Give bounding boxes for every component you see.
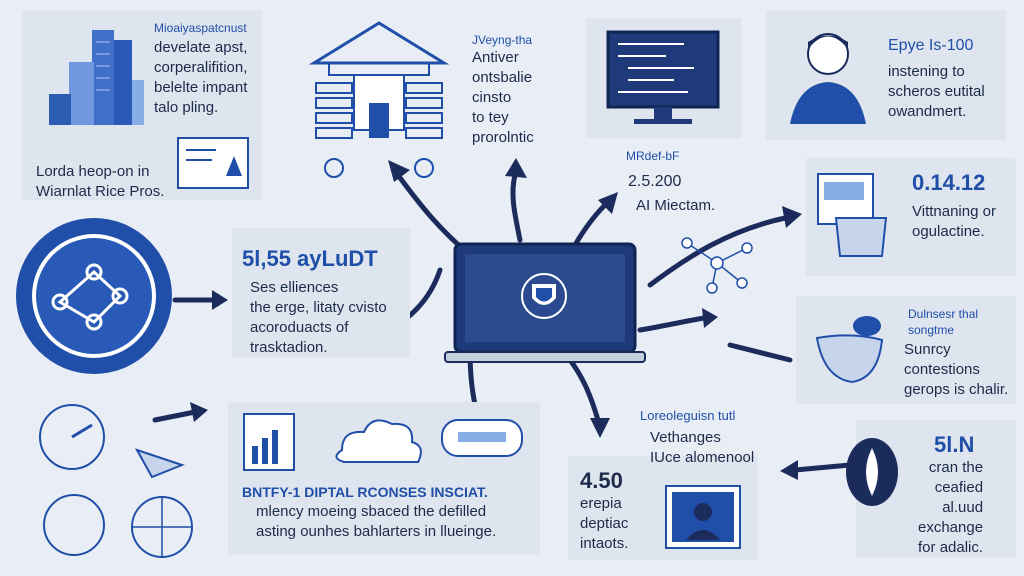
arrow-right-top <box>647 215 788 288</box>
arrow-head <box>388 160 410 182</box>
chart-cloud-icon <box>243 413 523 471</box>
monitor-code-icon <box>606 30 720 124</box>
card-monitor <box>586 18 741 138</box>
arrow-head <box>780 460 798 480</box>
gauge-icon <box>39 404 193 558</box>
card-heading: Dulnsesr thal songtme <box>908 307 979 337</box>
arrow-bottom <box>567 357 601 423</box>
arrow-head <box>190 402 208 422</box>
tablet-hand-icon <box>177 137 249 189</box>
card-top-left: Mioaiyaspatcnust develate apst, corperal… <box>22 10 262 200</box>
card-top-right: Epye Is-100 instening to scheros eutital… <box>766 10 1006 140</box>
card-left-mid: 5l,55 ayLuDT Ses elliences the erge, lit… <box>232 228 410 358</box>
card-text: Antiver ontsbalie cinsto to tey prorolnt… <box>472 49 534 146</box>
arrow-head <box>590 418 610 438</box>
monitor-value: 2.5.200 <box>628 173 682 190</box>
card-text: cran the ceafied al.uud exchange for ada… <box>918 459 984 556</box>
document-icon <box>817 173 888 257</box>
arrow-right-up <box>572 202 608 248</box>
arrow-right-mid <box>637 315 708 333</box>
monitor-heading: MRdef-bF <box>626 149 680 163</box>
monitor-caption: AI Miectam. <box>636 197 716 214</box>
card-text: instening to scheros eutital owandmert. <box>888 63 985 120</box>
person-icon <box>790 33 866 124</box>
card-caption: Lorda heop-on in Wiarnlat Rice Pros. <box>36 163 165 200</box>
card-value: 5l.N <box>934 432 975 457</box>
card-text: Ses elliences the erge, litaty cvisto ac… <box>250 279 387 356</box>
bottom-mid-subheading: Vethanges IUce alomenool <box>650 429 755 466</box>
card-value: 5l,55 ayLuDT <box>242 246 378 271</box>
network-nodes-icon <box>681 237 753 294</box>
globe-network-icon <box>16 218 172 374</box>
card-value: 0.14.12 <box>912 170 986 195</box>
card-value: 4.50 <box>580 468 623 493</box>
arrow-head <box>598 192 618 214</box>
arrow-head <box>782 206 802 228</box>
bottom-mid-heading: Loreoleguisn tutl <box>640 408 736 423</box>
card-heading: Mioaiyaspatcnust <box>154 21 247 35</box>
shield-icon <box>521 273 567 319</box>
arrow-monitor <box>510 172 523 243</box>
arrow-right-low <box>727 342 793 363</box>
card-right-mid: 0.14.12 Vittnaning or ogulactine. <box>806 158 1016 276</box>
coin-icon <box>846 438 898 506</box>
card-text: mlency moeing sbaced the defilled asting… <box>256 503 497 540</box>
card-text: develate apst, corperalifition, belelte … <box>154 39 248 116</box>
card-text: Vittnaning or ogulactine. <box>912 203 996 240</box>
arrow-head <box>702 308 718 328</box>
card-bottom-mid: 4.50 erepia deptiac intaots. <box>568 456 758 560</box>
card-top-mid: JVeyng-tha Antiver ontsbalie cinsto to t… <box>292 18 557 178</box>
card-title: BNTFY-1 DIPTAL RCONSES INSCIAT. <box>242 484 488 500</box>
gauges-illustration <box>22 395 212 565</box>
card-bottom-left: BNTFY-1 DIPTAL RCONSES INSCIAT. mlency m… <box>228 402 540 554</box>
bank-icon <box>308 21 450 178</box>
card-right-lower: Dulnsesr thal songtme Sunrcy contestions… <box>796 296 1016 404</box>
card-heading: Epye Is-100 <box>888 37 974 54</box>
arrow-head <box>212 290 228 310</box>
buildings-icon <box>49 30 144 125</box>
card-text: Sunrcy contestions gerops is chalir. <box>904 341 1009 398</box>
arrow-head <box>505 158 527 178</box>
card-heading: JVeyng-tha <box>472 33 533 47</box>
bowl-icon <box>815 316 884 384</box>
card-bottom-right: 5l.N cran the ceafied al.uud exchange fo… <box>846 420 1016 558</box>
arrow-bottom-far-left <box>152 409 198 423</box>
arrow-bottom-right <box>792 462 853 473</box>
card-text: erepia deptiac intaots. <box>580 495 629 552</box>
video-call-icon <box>665 485 741 549</box>
